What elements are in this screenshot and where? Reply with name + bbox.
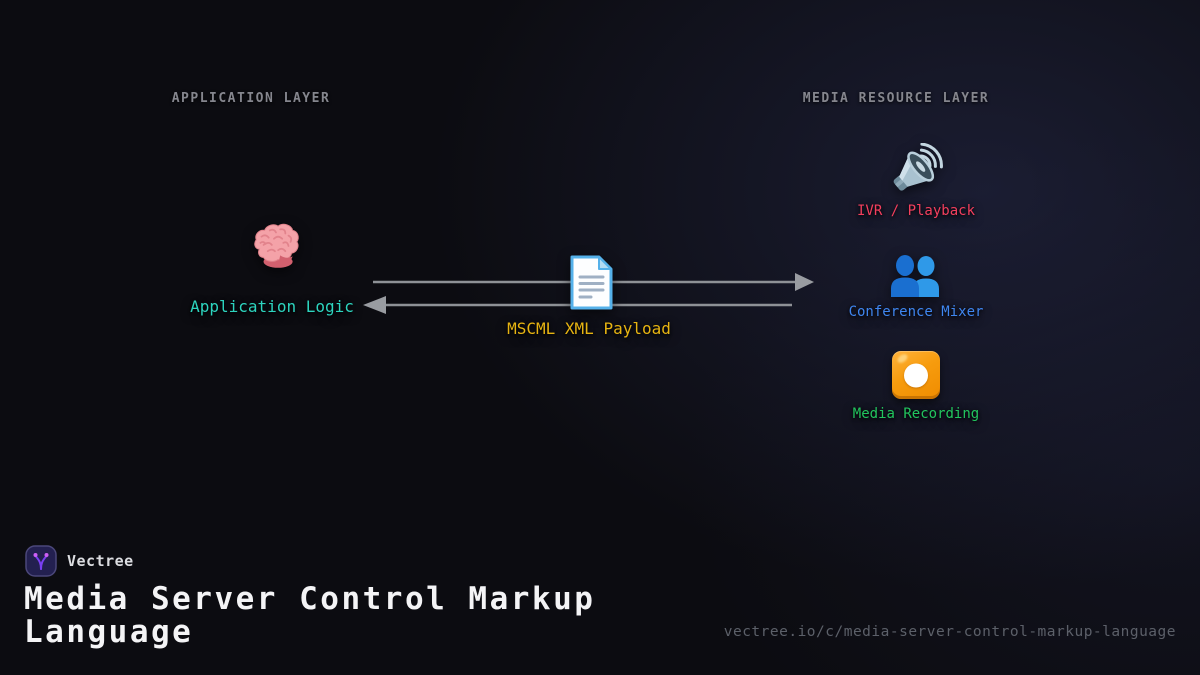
record-icon-gloss <box>895 352 910 365</box>
ivr-playback-label: IVR / Playback <box>856 203 976 219</box>
record-icon-dot <box>904 363 928 388</box>
record-icon <box>892 351 940 399</box>
media-recording-label: Media Recording <box>852 406 980 422</box>
loudspeaker-icon <box>889 143 943 197</box>
people-icon <box>889 254 943 298</box>
media-resource-layer-title: MEDIA RESOURCE LAYER <box>802 91 990 106</box>
vectree-logo-icon <box>25 545 57 577</box>
payload-label: MSCML XML Payload <box>507 319 671 338</box>
conference-mixer-label: Conference Mixer <box>848 304 984 320</box>
page-url: vectree.io/c/media-server-control-markup… <box>723 624 1176 640</box>
application-logic-label: Application Logic <box>190 297 354 316</box>
brand-name: Vectree <box>67 552 134 570</box>
application-layer-title: APPLICATION LAYER <box>171 91 331 106</box>
brain-icon <box>249 221 303 271</box>
page-title: Media Server Control Markup Language <box>24 581 596 650</box>
document-icon <box>568 254 615 311</box>
